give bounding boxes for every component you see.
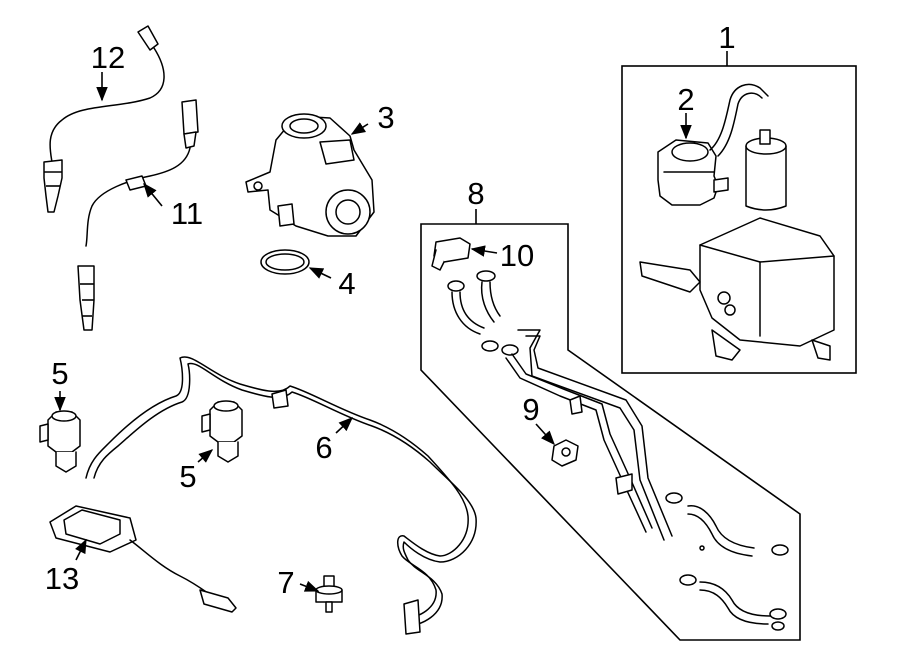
callout-5-left: 5 xyxy=(51,356,68,391)
part-6-vacuum-line[interactable] xyxy=(85,356,477,635)
callout-7: 7 xyxy=(277,565,294,600)
part-3-egr-valve[interactable] xyxy=(245,113,375,237)
callout-numbers: 1 2 3 4 5 5 6 7 8 9 10 11 12 13 xyxy=(45,20,736,600)
part-5-solenoid-left[interactable] xyxy=(39,410,81,473)
part-5-solenoid-center[interactable] xyxy=(201,400,243,463)
callout-12: 12 xyxy=(91,40,125,75)
box8-small-hoses xyxy=(447,270,519,356)
part-4-gasket[interactable] xyxy=(260,249,310,275)
callout-11: 11 xyxy=(171,196,203,231)
part-13-nox-sensor[interactable] xyxy=(49,505,237,613)
part-9-clip[interactable] xyxy=(551,439,579,467)
part-7-check-valve[interactable] xyxy=(315,575,343,613)
callout-13: 13 xyxy=(45,561,79,596)
callout-3: 3 xyxy=(377,100,394,135)
cylinder-filter xyxy=(745,129,787,211)
callout-8: 8 xyxy=(467,176,484,211)
part-12-oxygen-sensor[interactable] xyxy=(43,25,165,213)
group-box-1 xyxy=(621,51,857,374)
box8-lower-hoses xyxy=(665,492,789,631)
callout-2: 2 xyxy=(677,82,694,117)
leader-lines xyxy=(54,72,692,592)
box8-pipes xyxy=(505,329,673,541)
callout-9: 9 xyxy=(522,392,539,427)
callout-5-center: 5 xyxy=(179,459,196,494)
callout-10: 10 xyxy=(500,238,534,273)
callout-6: 6 xyxy=(315,430,332,465)
callout-1: 1 xyxy=(718,20,735,55)
part-2-purge-valve[interactable] xyxy=(657,83,769,206)
callout-4: 4 xyxy=(338,266,355,301)
charcoal-canister xyxy=(639,217,835,361)
group-box-8 xyxy=(420,209,801,641)
part-10-pressure-sensor[interactable] xyxy=(431,237,471,271)
part-11-oxygen-sensor[interactable] xyxy=(77,99,199,331)
